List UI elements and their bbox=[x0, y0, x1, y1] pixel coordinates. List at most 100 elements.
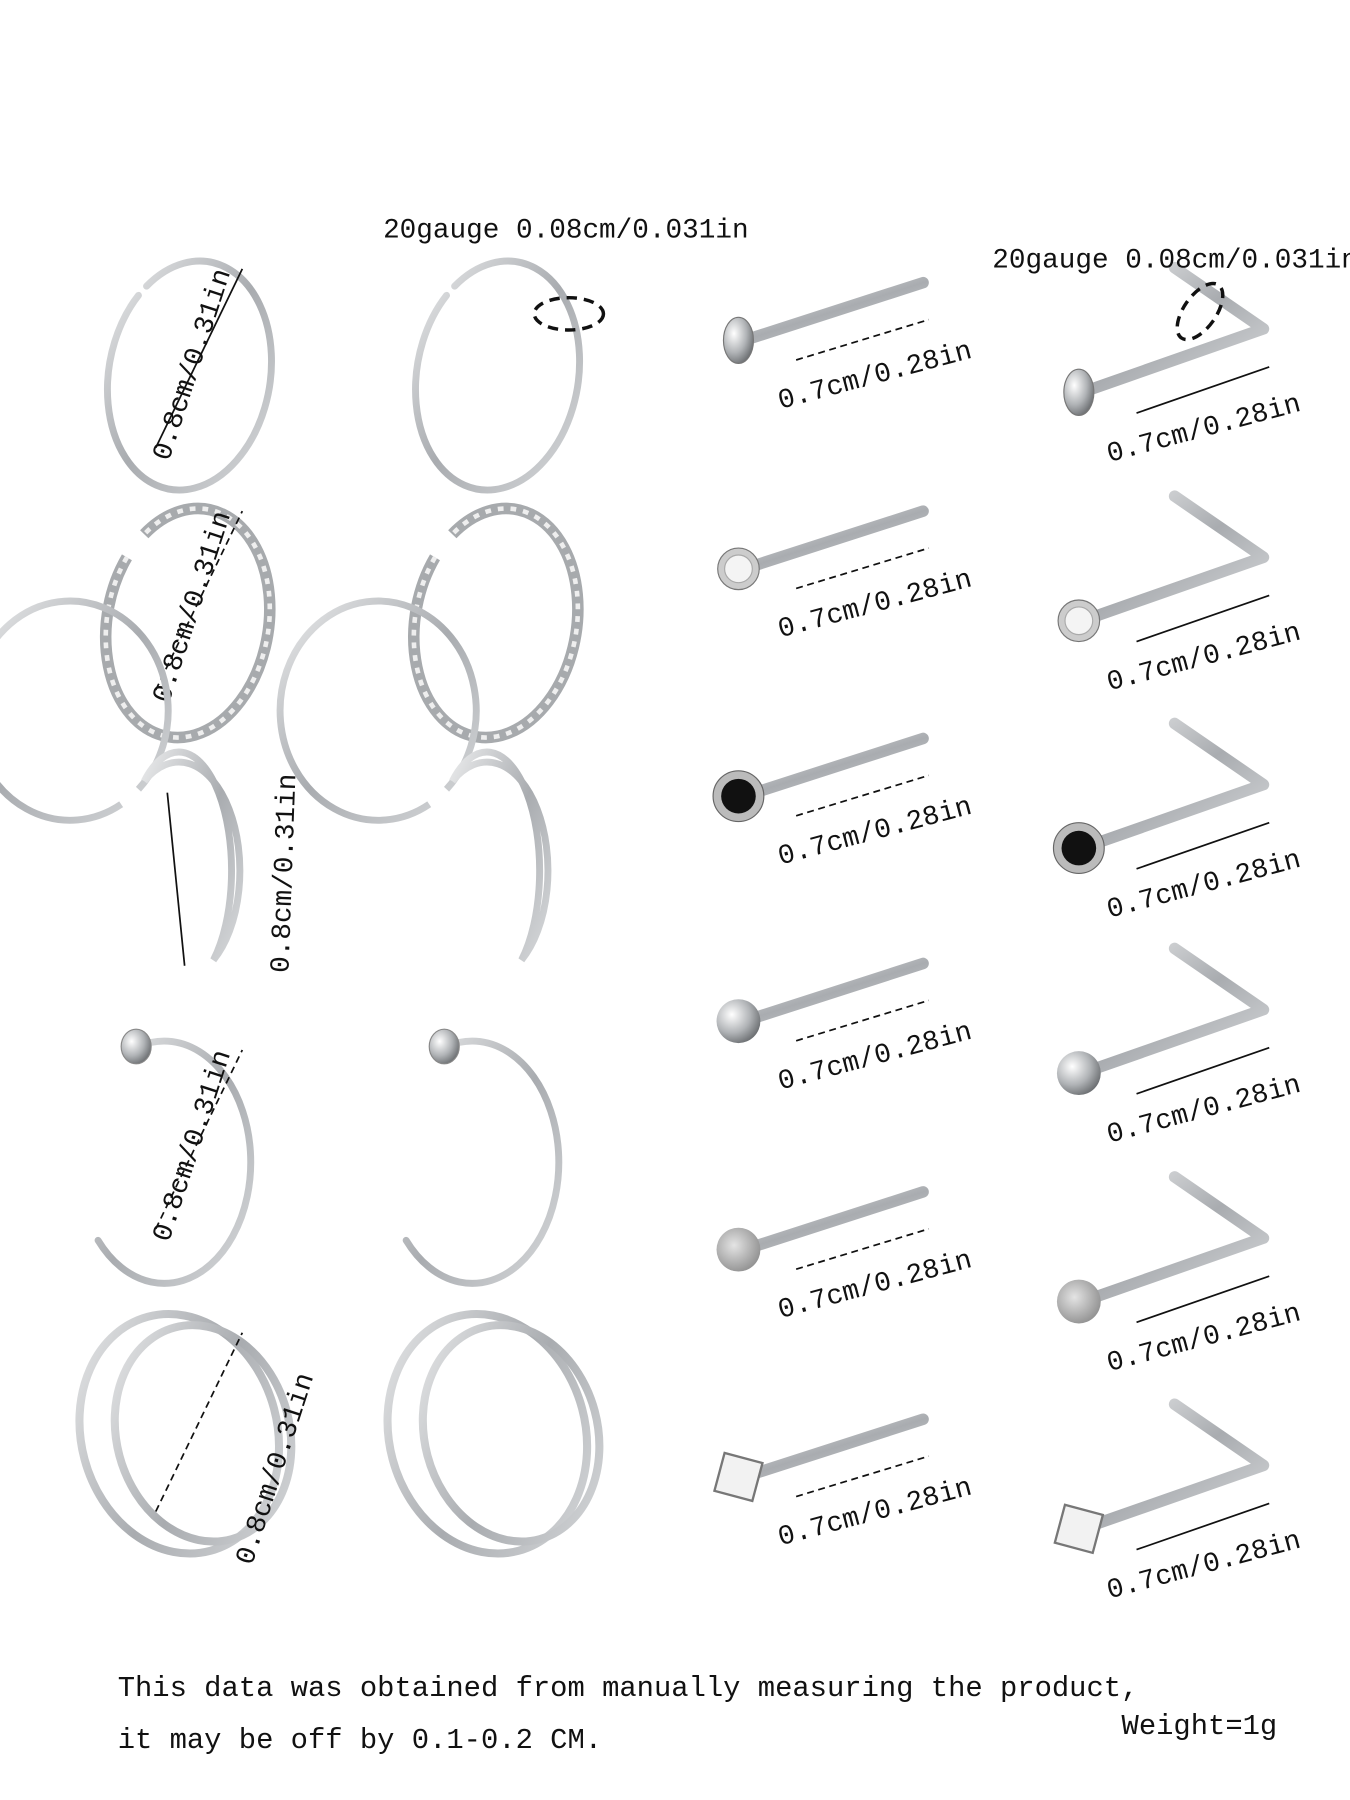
stud-post bbox=[1076, 1398, 1270, 1535]
ring-flat-end-hoop bbox=[402, 1028, 563, 1287]
size-arrow bbox=[154, 1332, 244, 1512]
moon-crescent bbox=[141, 748, 244, 963]
ring-twist-pattern bbox=[411, 506, 581, 740]
size-arrow bbox=[795, 1228, 930, 1271]
ring-size-label: 0.8cm/0.31in bbox=[231, 1370, 322, 1569]
spiral-coil-inner bbox=[418, 1321, 604, 1546]
frosted-ball-head bbox=[716, 1227, 761, 1272]
stud-post bbox=[1076, 942, 1270, 1079]
straight-nose-stud: 0.7cm/0.28in bbox=[713, 1413, 976, 1555]
ring-band bbox=[276, 597, 480, 824]
black-gem-head bbox=[721, 778, 756, 814]
size-arrow bbox=[795, 547, 930, 590]
stud-post bbox=[1076, 1171, 1270, 1308]
size-arrow bbox=[795, 1455, 930, 1498]
size-arrow bbox=[1136, 366, 1270, 414]
straight-nose-stud: 0.7cm/0.28in bbox=[712, 732, 976, 874]
ring-band bbox=[104, 257, 275, 494]
size-arrow bbox=[1136, 821, 1270, 870]
spiral-coil-outer bbox=[383, 1309, 592, 1558]
straight-nose-stud: 0.7cm/0.28in bbox=[722, 276, 976, 418]
stud-size-label: 0.7cm/0.28in bbox=[1104, 1070, 1305, 1152]
l-stud-gauge-label: 20gauge 0.08cm/0.031in bbox=[992, 246, 1350, 277]
ring-band bbox=[402, 1037, 563, 1287]
size-arrow bbox=[1136, 1502, 1270, 1551]
size-arrow bbox=[795, 318, 930, 361]
moon-crescent bbox=[449, 748, 552, 963]
l-shaped-nose-stud: 0.7cm/0.28in bbox=[1063, 261, 1305, 471]
clear-gem-head bbox=[724, 554, 753, 584]
stud-size-label: 0.7cm/0.28in bbox=[775, 564, 976, 646]
stud-post bbox=[738, 732, 929, 802]
stud-size-label: 0.7cm/0.28in bbox=[1104, 845, 1305, 927]
stud-size-label: 0.7cm/0.28in bbox=[775, 336, 976, 418]
ring-twist-pattern bbox=[103, 506, 273, 740]
ring-band bbox=[94, 1037, 255, 1287]
straight-nose-stud: 0.7cm/0.28in bbox=[717, 505, 976, 646]
l-shaped-nose-stud: 0.7cm/0.28in bbox=[1052, 717, 1305, 927]
measurement-note-line1: This data was obtained from manually mea… bbox=[118, 1672, 1139, 1705]
ring-flat-end-hoop: 0.8cm/0.31in bbox=[94, 1028, 255, 1287]
l-shaped-nose-stud: 0.7cm/0.28in bbox=[1056, 1171, 1305, 1380]
size-arrow bbox=[154, 268, 244, 449]
size-arrow bbox=[1136, 594, 1270, 643]
stud-post bbox=[738, 276, 929, 347]
ring-band bbox=[412, 257, 583, 494]
stud-size-label: 0.7cm/0.28in bbox=[1104, 1298, 1305, 1380]
ring-size-label: 0.8cm/0.31in bbox=[148, 1046, 239, 1245]
stud-post bbox=[738, 505, 929, 575]
stud-size-label: 0.7cm/0.28in bbox=[775, 1017, 976, 1099]
flat-disc-head bbox=[1063, 368, 1095, 416]
hoop-gauge-marker bbox=[532, 295, 606, 332]
ring-moon-hoop: 0.8cm/0.31in bbox=[0, 597, 304, 973]
straight-nose-stud: 0.7cm/0.28in bbox=[716, 957, 976, 1099]
clear-gem-head bbox=[1064, 606, 1094, 636]
ring-moon-hoop bbox=[276, 597, 552, 963]
ball-head bbox=[716, 999, 761, 1044]
stud-size-label: 0.7cm/0.28in bbox=[1104, 1526, 1305, 1608]
size-arrow bbox=[795, 999, 930, 1042]
l-stud-gauge-marker bbox=[1175, 281, 1225, 342]
ball-head bbox=[1056, 1051, 1101, 1095]
stud-post bbox=[738, 1413, 929, 1483]
size-arrow bbox=[166, 792, 186, 966]
stud-size-label: 0.7cm/0.28in bbox=[775, 1473, 976, 1555]
straight-nose-stud: 0.7cm/0.28in bbox=[716, 1186, 976, 1327]
stud-post bbox=[1076, 261, 1270, 399]
stud-size-label: 0.7cm/0.28in bbox=[1104, 389, 1305, 471]
l-shaped-nose-stud: 0.7cm/0.28in bbox=[1053, 1398, 1305, 1608]
ring-plain-open-hoop: 0.8cm/0.31in bbox=[104, 257, 275, 494]
size-arrow bbox=[154, 510, 244, 691]
ring-band bbox=[0, 597, 172, 824]
ring-spiral-hoop: 0.8cm/0.31in bbox=[75, 1309, 322, 1569]
stud-size-label: 0.7cm/0.28in bbox=[1104, 618, 1305, 700]
hoop-gauge-label: 20gauge 0.08cm/0.031in bbox=[383, 216, 749, 247]
ring-spiral-hoop bbox=[383, 1309, 604, 1558]
square-gem-head bbox=[713, 1451, 764, 1503]
stud-post bbox=[738, 1186, 929, 1256]
l-shaped-nose-stud: 0.7cm/0.28in bbox=[1056, 942, 1305, 1152]
stud-post bbox=[738, 957, 929, 1027]
spiral-coil-inner bbox=[110, 1321, 296, 1546]
stud-post bbox=[1076, 490, 1270, 627]
l-shaped-nose-stud: 0.7cm/0.28in bbox=[1057, 490, 1305, 700]
ring-plain-open-hoop bbox=[412, 257, 583, 494]
flat-disc-head bbox=[722, 316, 755, 365]
stud-size-label: 0.7cm/0.28in bbox=[775, 792, 976, 874]
measurement-note-line2: it may be off by 0.1-0.2 CM. bbox=[118, 1724, 602, 1757]
size-arrow bbox=[154, 1049, 244, 1230]
stud-size-label: 0.7cm/0.28in bbox=[775, 1245, 976, 1327]
stud-post bbox=[1076, 717, 1270, 854]
flat-end-disc bbox=[120, 1028, 152, 1065]
ring-size-label: 0.8cm/0.31in bbox=[148, 265, 239, 464]
size-arrow bbox=[1136, 1275, 1270, 1324]
square-gem-head bbox=[1053, 1503, 1105, 1555]
size-arrow bbox=[1136, 1046, 1270, 1095]
ring-twisted-hoop bbox=[408, 502, 584, 744]
flat-end-disc bbox=[428, 1028, 460, 1065]
spiral-coil-outer bbox=[75, 1309, 284, 1558]
frosted-ball-head bbox=[1056, 1279, 1101, 1324]
ring-size-label: 0.8cm/0.31in bbox=[266, 773, 304, 973]
